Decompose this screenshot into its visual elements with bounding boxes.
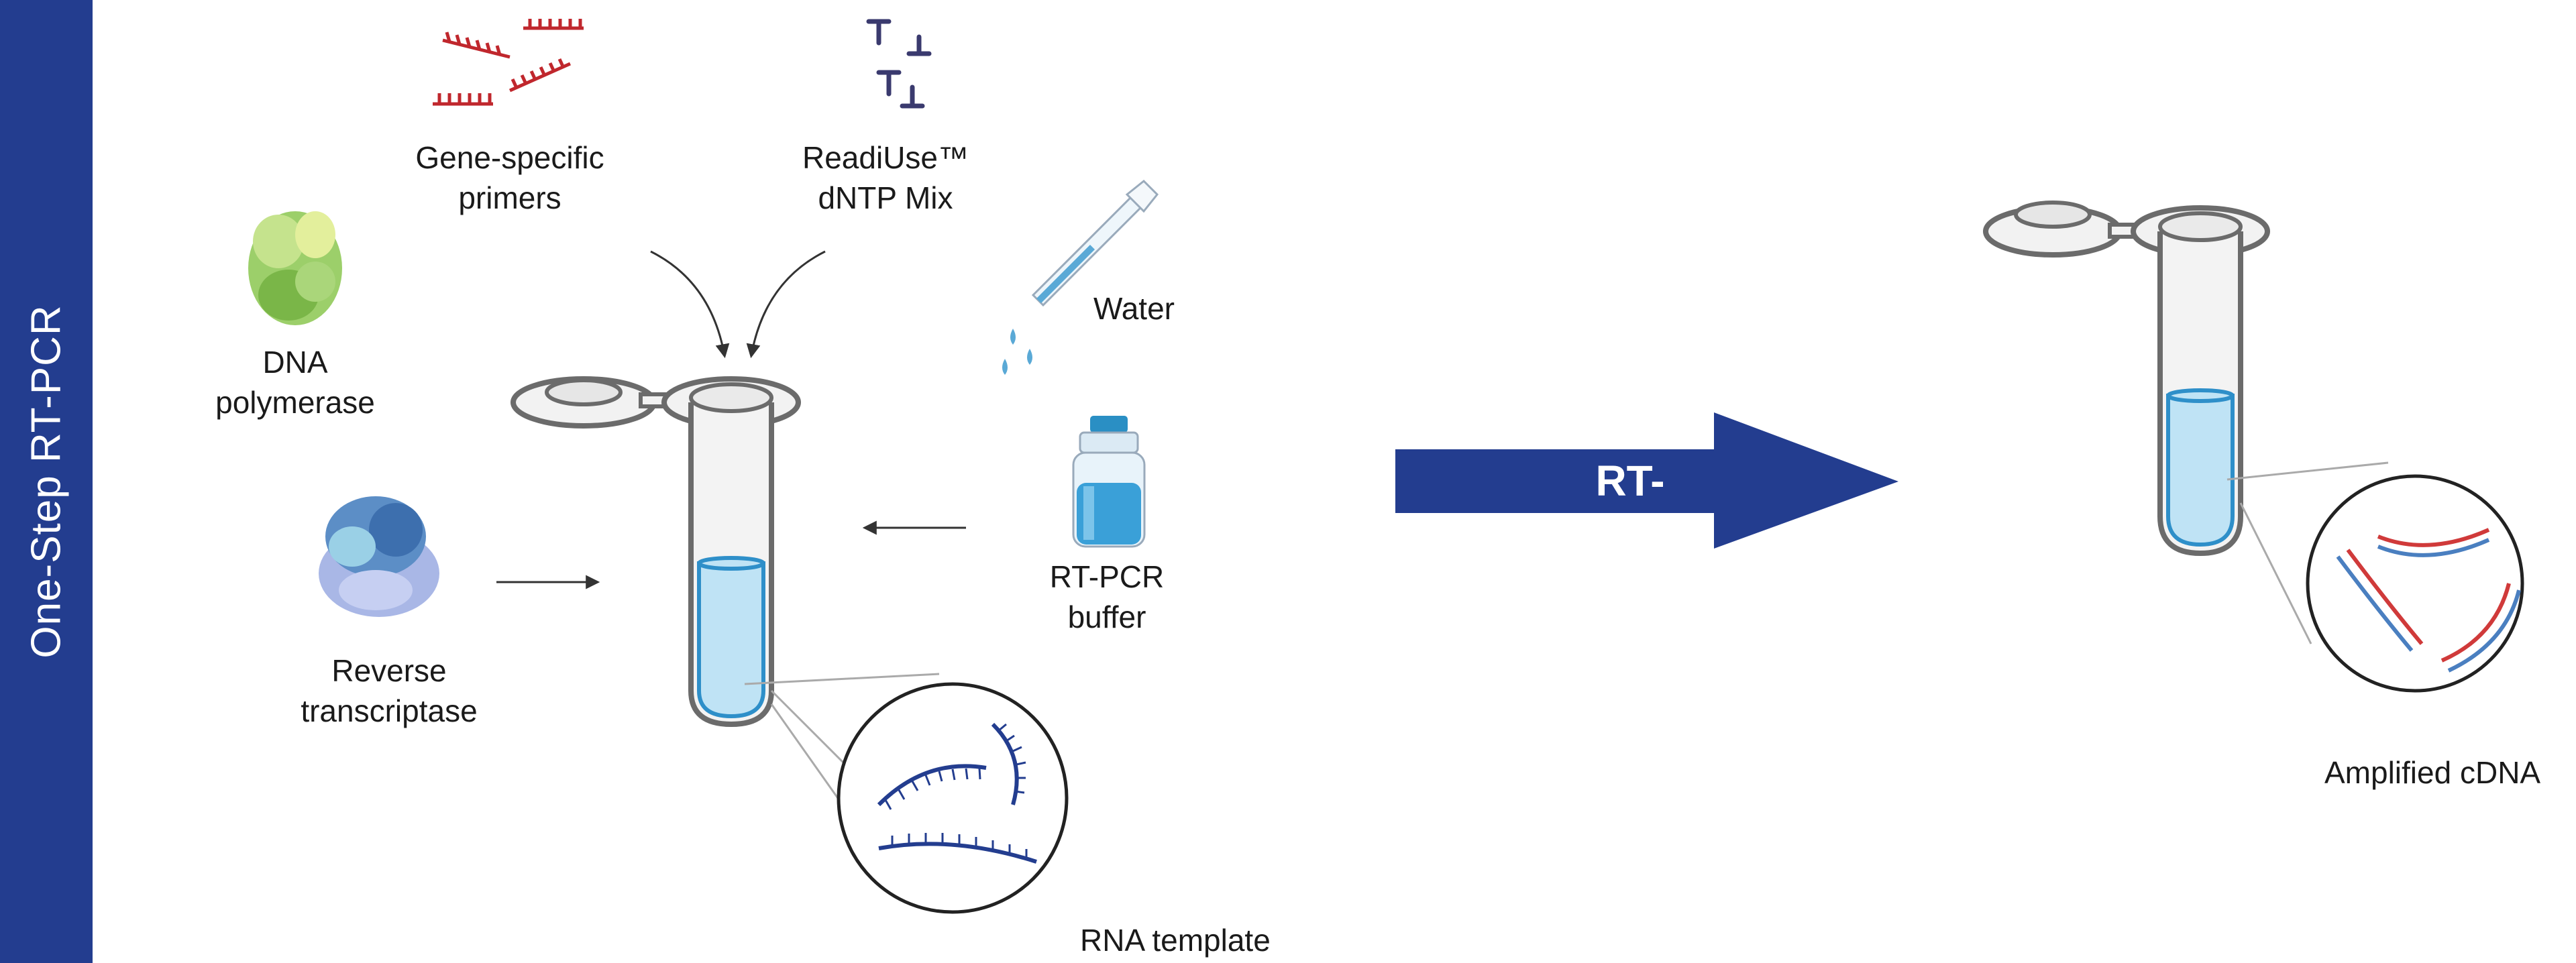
rt-label: Reverse transcriptase: [282, 650, 496, 731]
input-arrows: [496, 250, 966, 589]
water-label: Water: [1093, 291, 1175, 326]
buffer-label-line1: RT-PCR: [1049, 559, 1165, 594]
buffer-label: RT-PCR buffer: [1033, 557, 1181, 637]
rt-label-line1: Reverse: [331, 653, 447, 688]
sidebar-band: One-Step RT-PCR: [0, 0, 93, 963]
dntp-label: ReadiUse™ dNTP Mix: [785, 137, 986, 218]
rt-pcr-arrow-label: RT-PCR: [1585, 457, 1676, 555]
rt-pcr-process-arrow: [1395, 412, 1898, 549]
primers-label-line2: primers: [458, 180, 561, 215]
dntp-label-line1: ReadiUse™: [802, 140, 969, 175]
reaction-tube-right: [1983, 201, 2270, 557]
buffer-bottle-icon: [1072, 416, 1146, 548]
buffer-label-line2: buffer: [1067, 600, 1146, 634]
pipette-icon: [1002, 179, 1159, 375]
dntp-label-line2: dNTP Mix: [818, 180, 953, 215]
polymerase-label: DNA polymerase: [195, 342, 396, 422]
reverse-transcriptase-icon: [319, 496, 439, 617]
rna-template-label: RNA template: [1080, 923, 1271, 958]
polymerase-label-line2: polymerase: [215, 385, 375, 420]
dna-polymerase-icon: [248, 211, 342, 325]
amplified-cdna-label: Amplified cDNA: [2324, 755, 2541, 790]
primers-label: Gene-specific primers: [376, 137, 644, 218]
polymerase-label-line1: DNA: [262, 345, 328, 380]
amplified-cdna-inset: [2226, 461, 2524, 693]
rt-label-line2: transcriptase: [301, 693, 478, 728]
primers-icon: [433, 19, 584, 106]
primers-label-line1: Gene-specific: [415, 140, 604, 175]
dntp-icon: [866, 19, 932, 109]
reaction-tube-left: [511, 376, 801, 728]
rna-template-inset: [744, 673, 1069, 914]
